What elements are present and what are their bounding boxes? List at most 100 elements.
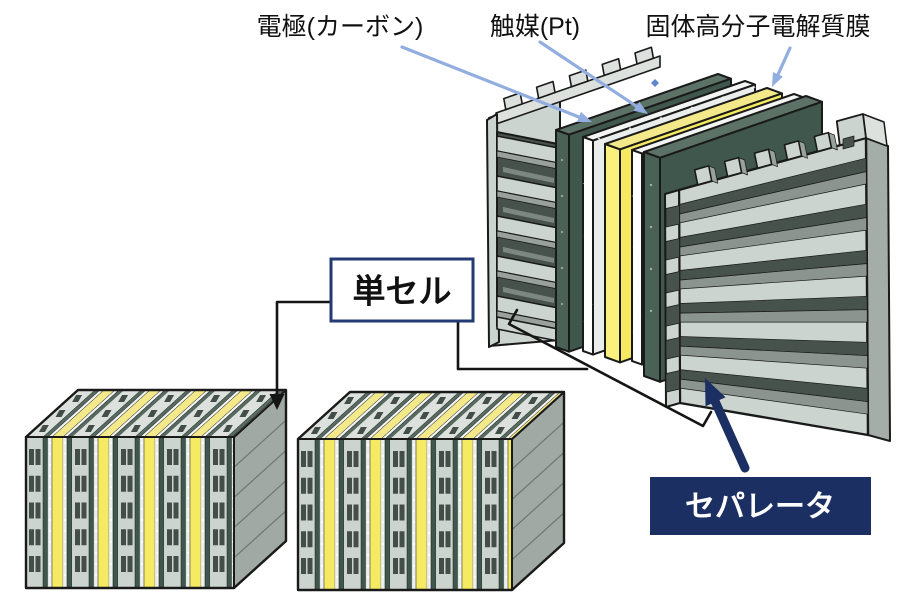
sparkle-icon: [155, 551, 159, 555]
sparkle-icon: [427, 476, 431, 480]
layer-front-stripe: [461, 438, 474, 591]
sparkle-icon: [427, 520, 431, 524]
sparkle-icon: [381, 542, 385, 546]
channel-hole: [29, 529, 34, 546]
sparkle-icon: [649, 183, 653, 187]
sparkle-icon: [366, 498, 370, 502]
sparkle-icon: [109, 463, 113, 467]
cube-side-line: [233, 510, 287, 559]
channel-hole: [127, 529, 133, 546]
cube-edge: [511, 391, 565, 440]
channel-hole: [491, 558, 497, 574]
sparkle-icon: [631, 192, 638, 200]
sparkle-icon: [94, 474, 98, 478]
sparkle-icon: [94, 540, 98, 544]
cube-side-line: [233, 419, 287, 468]
sparkle-icon: [366, 476, 370, 480]
sparkle-icon: [458, 575, 462, 579]
sparkle-icon: [366, 575, 370, 579]
channel-hole: [167, 529, 172, 546]
sparkle-icon: [140, 562, 144, 566]
channel-hole: [35, 475, 41, 492]
sparkle-icon: [140, 507, 144, 511]
sparkle-icon: [63, 562, 67, 566]
channel-hole: [491, 504, 497, 521]
layer-front-stripe: [360, 438, 367, 591]
sparkle-icon: [366, 454, 370, 458]
layer-front-stripe: [390, 439, 407, 590]
sparkle-icon: [109, 441, 113, 445]
sparkle-icon: [381, 476, 385, 480]
sparkle-icon: [637, 312, 642, 318]
leader-dot-icon: [651, 79, 659, 87]
channel-hole: [393, 558, 398, 574]
castellation-tooth: [753, 148, 773, 169]
channel-hole: [75, 556, 80, 572]
channel-hole: [307, 504, 313, 521]
channel-hole: [485, 451, 490, 467]
sparkle-icon: [458, 465, 462, 469]
channel-hole: [301, 451, 306, 467]
sparkle-icon: [586, 337, 591, 341]
layer-front-stripe: [118, 437, 135, 588]
layer-front-stripe: [62, 436, 68, 589]
sparkle-icon: [320, 454, 324, 458]
channel-top-mark: [356, 427, 367, 434]
sparkle-icon: [504, 498, 508, 502]
sparkle-icon: [201, 441, 205, 445]
layer-front-stripe: [380, 438, 386, 591]
sparkle-icon: [412, 487, 416, 491]
channel-top-mark: [164, 395, 175, 402]
sparkle-icon: [186, 496, 190, 500]
sparkle-icon: [596, 136, 602, 141]
sparkle-icon: [335, 487, 339, 491]
channel-top-mark: [176, 425, 187, 432]
channel-top-mark: [193, 410, 204, 417]
sparkle-icon: [186, 518, 190, 522]
sparkle-icon: [632, 329, 638, 335]
sparkle-icon: [473, 520, 477, 524]
sparkle-icon: [381, 553, 385, 557]
sparkle-icon: [720, 95, 726, 100]
sparkle-icon: [412, 476, 416, 480]
sparkle-icon: [63, 507, 67, 511]
sparkle-icon: [335, 454, 339, 458]
sparkle-icon: [649, 309, 653, 313]
channel-hole: [439, 451, 444, 467]
connector-to-cubes: [275, 300, 334, 398]
sparkle-icon: [381, 520, 385, 524]
sparkle-icon: [412, 520, 416, 524]
channel-top-mark: [84, 425, 95, 432]
sparkle-icon: [637, 177, 641, 181]
leader-arrowhead-icon: [577, 111, 592, 122]
castellation-tooth: [723, 156, 743, 178]
electrode-layer-left-edge: [555, 129, 570, 353]
sparkle-icon: [649, 267, 653, 271]
channel-hole: [439, 504, 444, 521]
layer-front-stripe: [93, 436, 99, 589]
channel-hole: [29, 556, 34, 572]
connector-to-bracket: [456, 319, 589, 371]
sparkle-icon: [186, 573, 190, 577]
sparkle-icon: [366, 553, 370, 557]
channel-hole: [121, 556, 126, 572]
sparkle-icon: [504, 542, 508, 546]
sparkle-icon: [201, 540, 205, 544]
channel-top-mark: [482, 397, 493, 404]
sparkle-icon: [458, 553, 462, 557]
sparkle-icon: [186, 485, 190, 489]
channel-hole: [301, 504, 306, 521]
leader-arrowhead-icon: [633, 101, 648, 114]
channel-hole: [167, 475, 172, 492]
sparkle-icon: [473, 443, 477, 447]
sparkle-icon: [94, 573, 98, 577]
single-cell-label: 単セル: [353, 273, 452, 310]
channel-hole: [35, 502, 41, 519]
castellation-tooth: [601, 57, 622, 77]
channel-hole: [301, 531, 306, 548]
sparkle-icon: [412, 553, 416, 557]
channel-hole: [173, 502, 179, 519]
sparkle-icon: [366, 564, 370, 568]
sparkle-icon: [201, 474, 205, 478]
sparkle-icon: [48, 562, 52, 566]
